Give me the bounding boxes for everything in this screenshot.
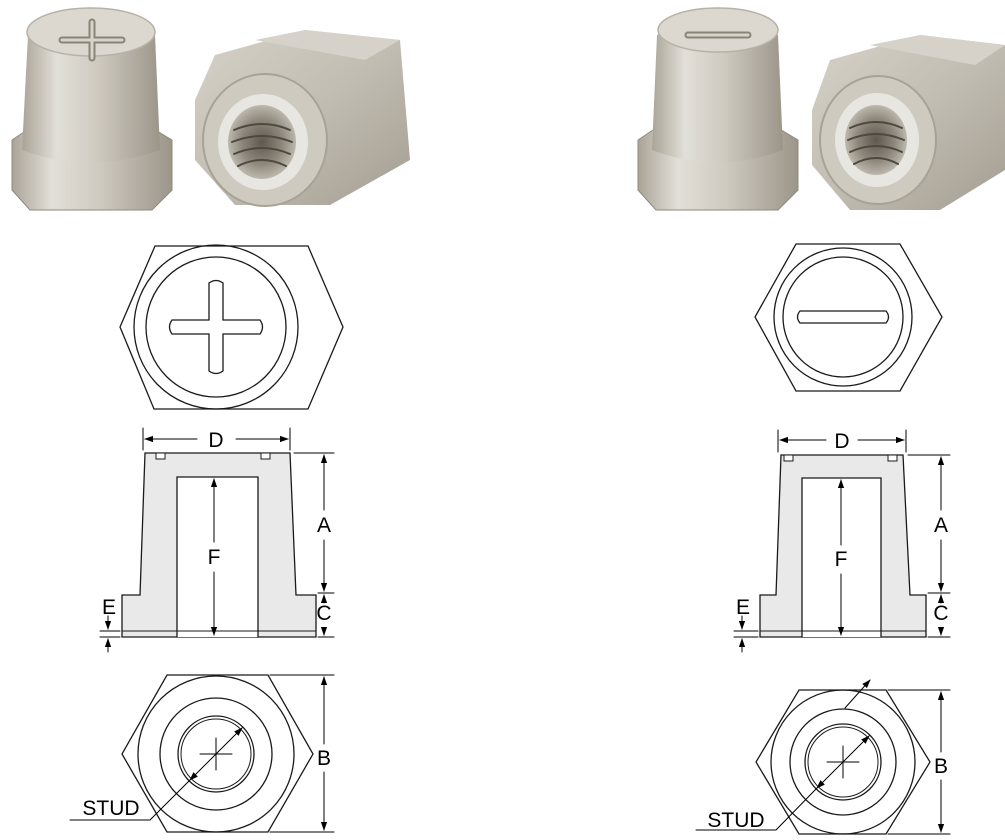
left-bottom-thread-circle [177,715,255,793]
left-top-outer-circle [133,244,299,410]
right-bottom-thread-circle [804,723,882,801]
right-bottom-counterbore-circle [789,708,897,816]
right-top-outer-circle [773,247,913,387]
left-section-bore [176,476,259,638]
right-dim-d-label: D [834,430,849,453]
right-top-hex-outline [754,243,943,392]
right-dim-a-label: A [934,514,948,537]
right-photo-thread-nut [812,35,1005,210]
left-dim-f-label: F [208,546,221,569]
left-bottom-view: STUD B [69,674,335,833]
left-bottom-hex-outline [121,674,314,833]
right-section-bore [801,477,882,638]
left-dim-c-label: C [316,602,331,625]
right-top-inner-circle [782,256,904,378]
left-stud-label: STUD [82,797,139,820]
left-section-view: D A F C E [99,427,335,653]
right-bottom-view: STUD B [695,679,951,835]
right-dim-e-label: E [736,596,750,619]
left-top-hex-outline [119,245,344,410]
right-variant: D A F C E [637,7,1005,835]
right-bottom-hex-outline [755,689,931,835]
left-bottom-outer-circle [137,675,295,833]
right-stud-label: STUD [707,809,764,832]
right-dim-f-label: F [835,548,848,571]
cross-slot-icon [168,279,264,375]
left-dim-e-label: E [102,596,116,619]
right-top-view [754,243,943,392]
left-photo-thread-nut [195,30,410,207]
right-section-view: D A F C E [733,429,951,653]
right-dim-c-label: C [933,602,948,625]
left-bottom-counterbore-circle [159,697,273,811]
straight-slot-icon [796,310,890,324]
left-dim-b-label: B [317,747,331,770]
right-bottom-outer-circle [770,689,916,835]
left-top-inner-circle [145,256,287,398]
left-dim-a-label: A [317,514,331,537]
right-dim-b-label: B [934,755,948,778]
left-dim-d-label: D [208,429,223,452]
left-top-view [119,244,344,410]
left-photo-cap-nut [11,7,173,211]
left-variant: D A F C E [11,7,410,833]
right-photo-cap-nut [637,7,799,211]
